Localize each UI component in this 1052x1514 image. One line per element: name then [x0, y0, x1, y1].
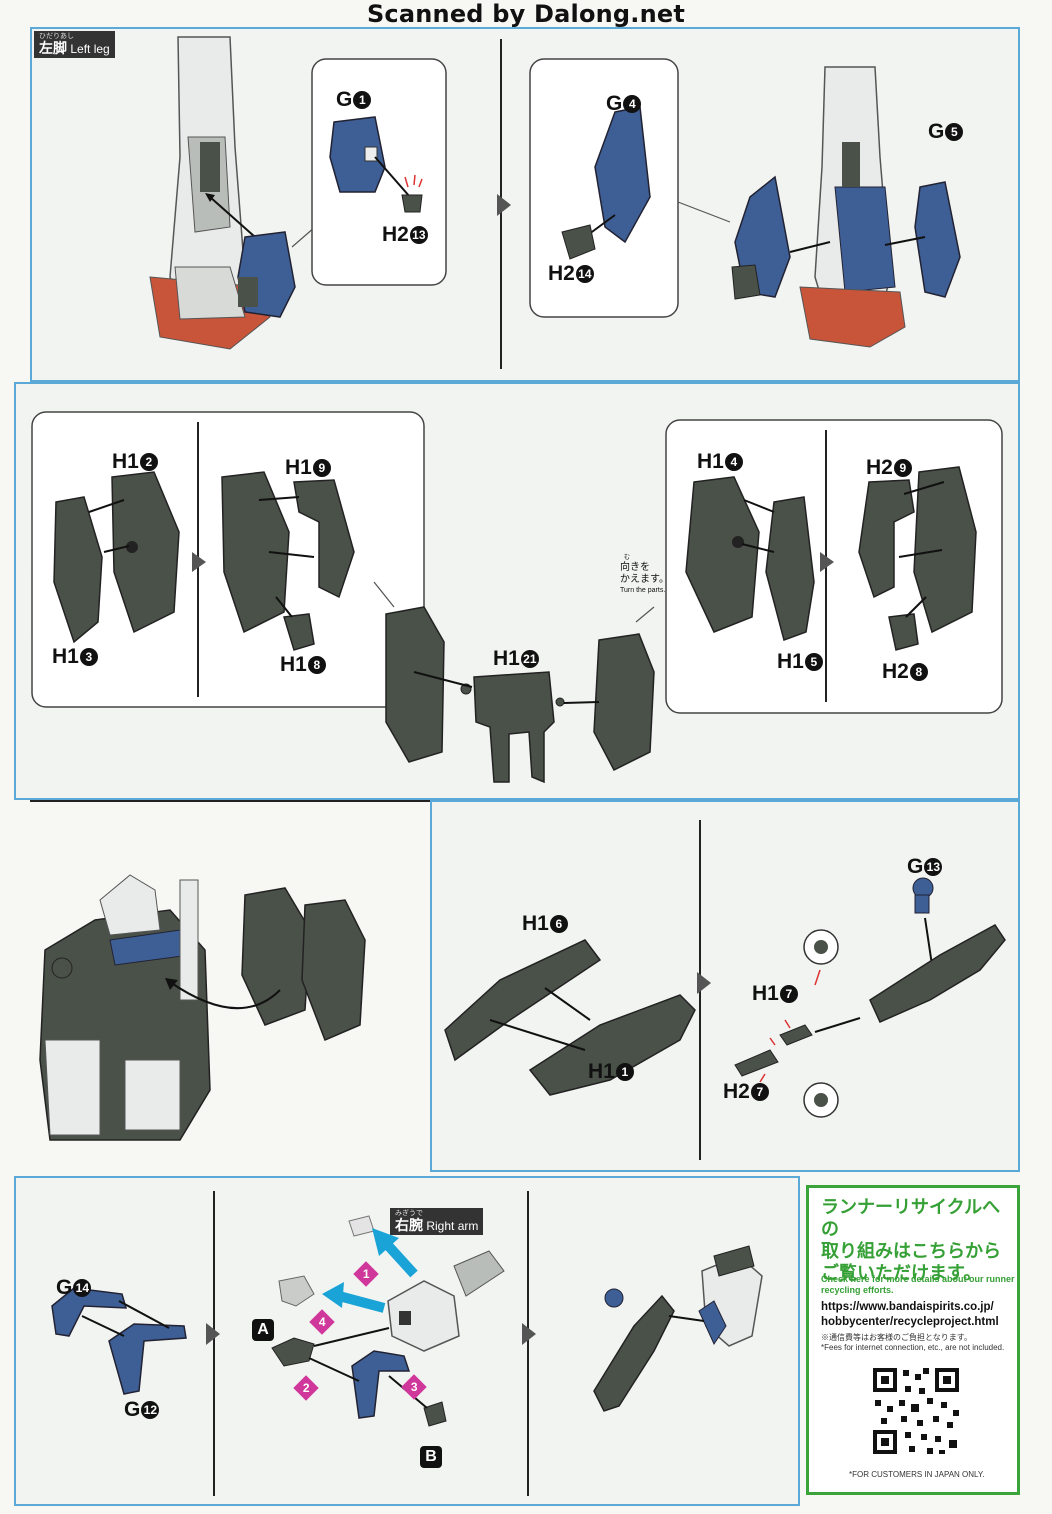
part-a-joint: [271, 1337, 315, 1367]
part-h2-13-cap: [401, 194, 423, 213]
part-h1-6: [444, 939, 602, 1062]
shin-armor-blue-assembled: [731, 175, 791, 300]
part-h1-9: [293, 479, 355, 599]
watermark: Scanned by Dalong.net: [366, 0, 686, 28]
part-h2-7-tip: [734, 1049, 779, 1077]
section-badge-left-leg: ひだりあし 左脚 Left leg: [34, 31, 115, 58]
recycle-footer: *FOR CUSTOMERS IN JAPAN ONLY.: [849, 1470, 985, 1479]
blue-shoulder-part: [351, 1350, 411, 1419]
part-h2-14-cap: [561, 224, 596, 260]
part-h1-1: [528, 994, 696, 1096]
backpack-left-shell: [385, 606, 445, 763]
assembled-h1-2-3: [221, 471, 290, 634]
part-g5-blue: [914, 181, 961, 298]
recycle-headline: ランナーリサイクルへの 取り組みはこちらから ご覧いただけます。: [821, 1197, 1001, 1283]
turn-parts-note: む 向きを かえます。 Turn the parts.: [620, 555, 669, 594]
box-letter-b: B: [420, 1446, 442, 1468]
part-h1-8: [283, 613, 315, 651]
part-h1-21-frame: [460, 671, 565, 784]
leg-figure-2: [799, 66, 906, 348]
backpack-parts-illustration: [31, 411, 1003, 784]
weapon-assembled: [869, 924, 1006, 1023]
part-b-small: [423, 1401, 447, 1427]
assembled-h1-4-5: [913, 466, 977, 634]
arm-with-weapon: [593, 1245, 763, 1412]
section-badge-right-arm: みぎうで 右腕 Right arm: [390, 1208, 484, 1235]
part-h1-4: [685, 476, 760, 633]
part-h1-3: [53, 496, 103, 644]
part-h1-5: [765, 496, 815, 641]
backpack-right-shell: [593, 633, 655, 771]
torso-figure: [39, 874, 211, 1141]
qr-code-icon[interactable]: [871, 1366, 961, 1456]
recycle-info-box: ランナーリサイクルへの 取り組みはこちらから ご覧いただけます。 Check h…: [806, 1185, 1020, 1495]
part-g13-blue: [912, 877, 934, 914]
part-g12-blue: [108, 1323, 187, 1395]
weapon-panel-illustration: [39, 820, 1006, 1160]
backpack-assembled: [241, 887, 366, 1041]
part-h1-2: [111, 471, 180, 634]
part-g1-blue: [329, 116, 386, 193]
part-h2-9: [858, 479, 915, 599]
hand-part-small: [348, 1215, 375, 1237]
left-leg-illustration: [149, 36, 961, 350]
part-h2-8: [888, 613, 919, 651]
recycle-url[interactable]: https://www.bandaispirits.co.jp/ hobbyce…: [821, 1301, 999, 1328]
right-arm-illustration: [51, 1191, 763, 1496]
recycle-fee-note: ※通信費等はお客様のご負担となります。 *Fees for internet c…: [821, 1333, 1005, 1352]
part-h1-7-tip: [779, 1024, 813, 1046]
box-letter-a: A: [252, 1319, 274, 1341]
hand-part-gray: [278, 1275, 315, 1307]
recycle-sub: Check here for more details about our ru…: [821, 1274, 1015, 1295]
knee-armor-blue-1: [237, 231, 296, 318]
panel-backpack-attach: [30, 800, 430, 1174]
right-arm-figure: [387, 1250, 505, 1352]
